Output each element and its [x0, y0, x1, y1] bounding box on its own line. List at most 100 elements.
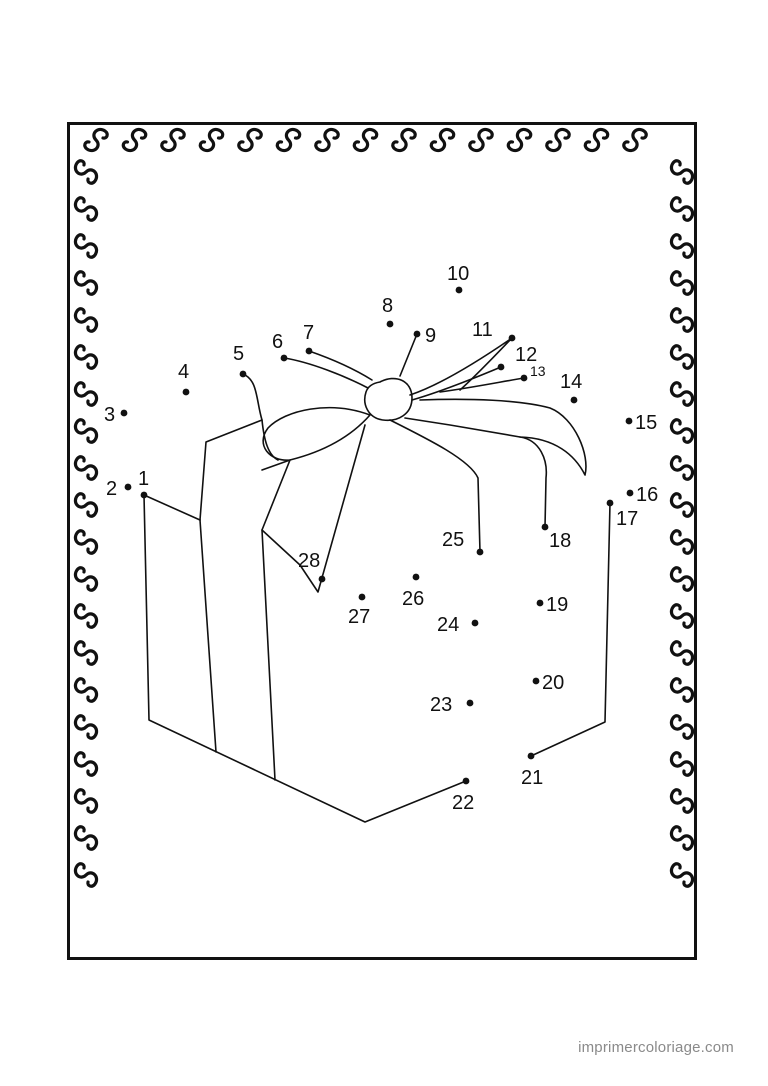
dot-label-9: 9	[425, 325, 436, 347]
ribbon-strand-5	[242, 373, 279, 461]
border-scroll-ornament	[73, 603, 99, 629]
border-scroll-ornament	[545, 127, 571, 153]
dot-label-10: 10	[447, 263, 469, 285]
dot-point-9	[413, 330, 421, 338]
dot-point-28	[318, 575, 326, 583]
dot-label-7: 7	[303, 322, 314, 344]
dot-point-2	[124, 483, 132, 491]
border-scroll-ornament	[669, 862, 695, 888]
dot-point-10	[455, 286, 463, 294]
bow-tail-long	[404, 398, 587, 476]
dot-point-22	[462, 777, 470, 785]
dot-label-15: 15	[635, 412, 657, 434]
border-scroll-ornament	[669, 270, 695, 296]
bow-string-7	[308, 350, 373, 381]
dot-point-7	[305, 347, 313, 355]
border-scroll-ornament	[73, 566, 99, 592]
border-scroll-ornament	[506, 127, 533, 153]
dot-label-12: 12	[515, 344, 537, 366]
dot-point-20	[532, 677, 540, 685]
page-frame	[67, 122, 697, 960]
dot-point-12	[497, 363, 505, 371]
border-scroll-ornament	[198, 127, 225, 153]
border-scroll-ornament	[275, 127, 302, 153]
dot-label-24: 24	[437, 614, 459, 636]
ribbon-top	[261, 424, 366, 593]
border-scroll-ornament	[669, 788, 695, 814]
dot-label-5: 5	[233, 343, 244, 365]
gift-right-edge	[530, 502, 611, 757]
border-scroll-ornament	[669, 492, 695, 518]
border-scroll-ornament	[669, 603, 695, 629]
dot-label-20: 20	[542, 672, 564, 694]
border-scroll-ornament	[73, 270, 99, 296]
ribbon-band-left	[199, 419, 263, 521]
dot-point-13	[520, 374, 528, 382]
bow-string-9	[399, 333, 418, 377]
dot-label-1: 1	[138, 468, 149, 490]
watermark-text: imprimercoloriage.com	[578, 1039, 734, 1056]
ribbon-tail-25	[389, 419, 481, 553]
ribbon-band-left-2	[199, 519, 217, 753]
dot-point-1	[140, 491, 148, 499]
bow-knot	[364, 377, 413, 422]
border-scroll-ornament	[73, 455, 99, 481]
border-scroll-ornament	[669, 714, 695, 740]
dot-point-27	[358, 593, 366, 601]
border-scroll-ornament	[237, 127, 263, 153]
border-scroll-ornament	[669, 159, 695, 185]
dot-label-13: 13	[530, 363, 546, 379]
dot-label-23: 23	[430, 694, 452, 716]
border-scroll-ornament	[73, 788, 99, 814]
border-scroll-ornament	[622, 127, 648, 153]
border-scroll-ornament	[669, 307, 695, 333]
dot-point-4	[182, 388, 190, 396]
dot-label-2: 2	[106, 478, 117, 500]
dot-point-21	[527, 752, 535, 760]
border-scroll-ornament	[73, 381, 99, 407]
bow-string-6	[283, 357, 369, 389]
dot-label-21: 21	[521, 767, 543, 789]
dot-label-3: 3	[104, 404, 115, 426]
dot-label-19: 19	[546, 594, 568, 616]
dot-label-28: 28	[298, 550, 320, 572]
border-scroll-ornament	[669, 825, 695, 851]
dot-label-6: 6	[272, 331, 283, 353]
dot-label-17: 17	[616, 508, 638, 530]
dot-point-6	[280, 354, 288, 362]
border-scroll-ornament	[83, 127, 109, 153]
border-scroll-ornament	[391, 127, 417, 153]
gift-left-edge	[143, 494, 467, 823]
bow-string-12	[411, 366, 502, 401]
border-scroll-ornament	[73, 418, 99, 444]
border-scroll-ornament	[73, 529, 99, 555]
ribbon-band-right	[261, 459, 291, 781]
bow-tail-18	[519, 436, 548, 528]
border-scroll-ornament	[669, 418, 695, 444]
border-scroll-ornament	[73, 159, 99, 185]
border-scroll-ornament	[669, 233, 695, 259]
border-scroll-ornament	[73, 640, 99, 666]
dot-label-27: 27	[348, 606, 370, 628]
border-scroll-ornament	[669, 196, 695, 222]
border-scroll-ornament	[669, 677, 695, 703]
border-scroll-ornament	[73, 492, 99, 518]
border-scroll-ornament	[669, 529, 695, 555]
border-scroll-ornament	[669, 566, 695, 592]
dot-point-18	[541, 523, 549, 531]
dot-point-19	[536, 599, 544, 607]
dot-point-17	[606, 499, 614, 507]
border-scroll-ornament	[73, 862, 99, 888]
dot-point-15	[625, 417, 633, 425]
dot-label-4: 4	[178, 361, 189, 383]
border-scroll-ornament	[73, 307, 99, 333]
border-scroll-ornament	[669, 455, 695, 481]
dot-label-26: 26	[402, 588, 424, 610]
border-scroll-ornament	[583, 127, 610, 153]
border-scroll-ornament	[669, 381, 695, 407]
border-scroll-ornament	[468, 127, 494, 153]
border-scroll-ornament	[73, 825, 99, 851]
border-scroll-ornament	[429, 127, 456, 153]
